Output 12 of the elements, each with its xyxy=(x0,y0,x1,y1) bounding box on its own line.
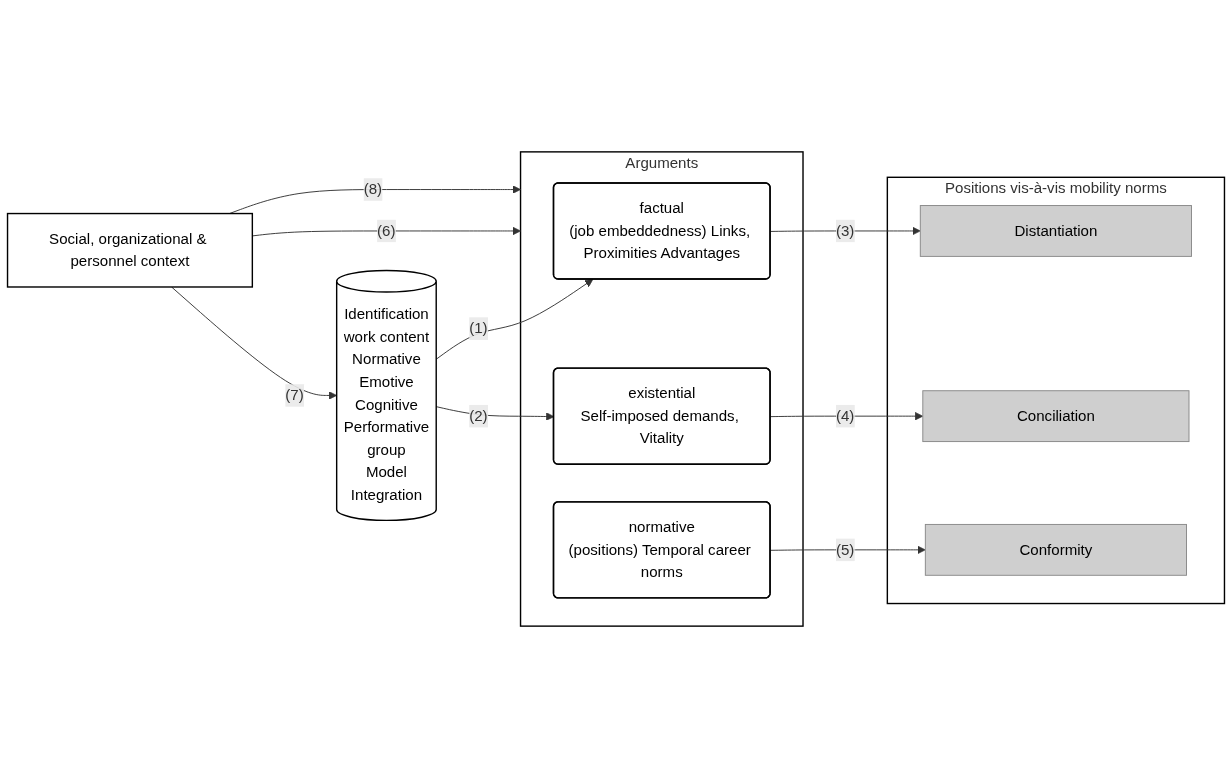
edge-label: (2) xyxy=(469,407,488,424)
edge-label: (3) xyxy=(835,222,855,239)
node-box: Distantiation xyxy=(919,205,1192,257)
edge-label: (5) xyxy=(835,541,855,558)
edge-label: (8) xyxy=(363,181,383,198)
node-box: Social, organizational & personnel context xyxy=(6,212,254,288)
edge-label: (6) xyxy=(377,222,396,239)
edge-label: (4) xyxy=(835,407,855,424)
node-box: Conciliation xyxy=(922,390,1190,443)
edge-label: (1) xyxy=(469,320,488,337)
node-box: Conformity xyxy=(924,523,1187,576)
edge-label: (7) xyxy=(285,386,304,403)
